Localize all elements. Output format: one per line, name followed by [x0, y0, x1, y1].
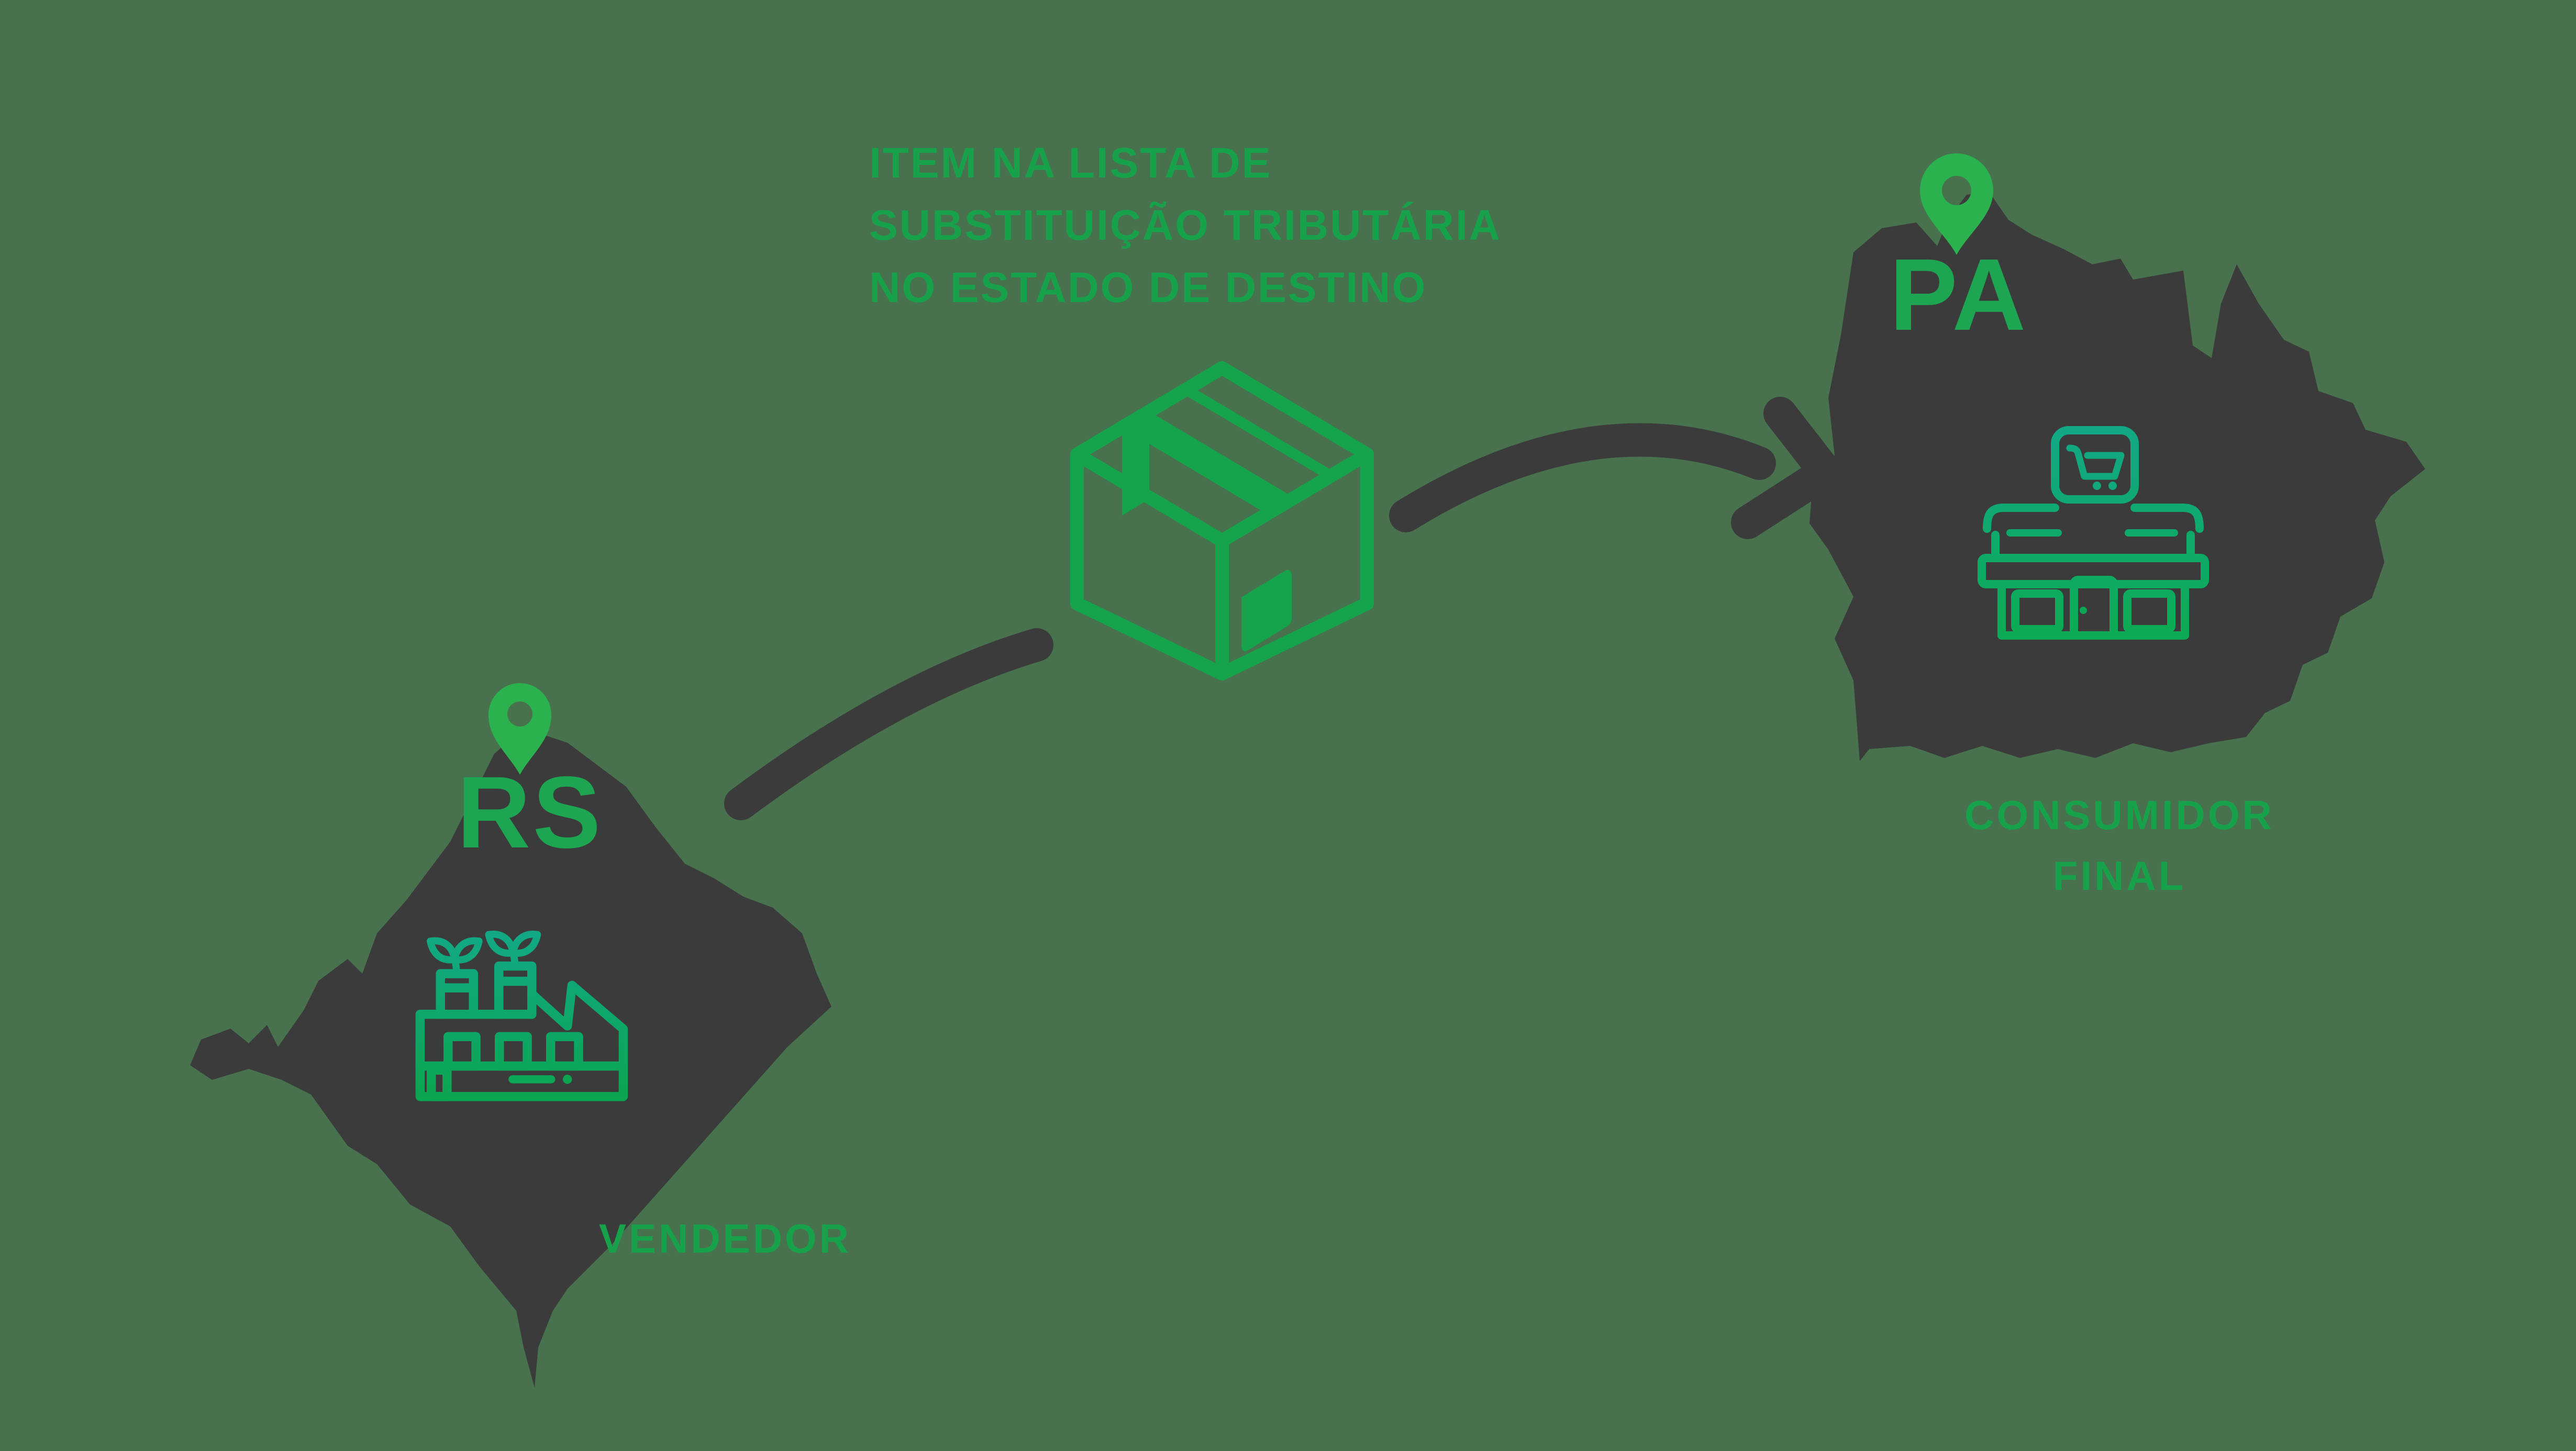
- destination-role-line-2: FINAL: [2052, 853, 2186, 899]
- destination-state-code: PA: [1889, 238, 2028, 352]
- destination-role-line-1: CONSUMIDOR: [1964, 792, 2274, 838]
- rio-grande-do-sul-map: [190, 728, 831, 1388]
- factory-window-2: [494, 1032, 532, 1071]
- eco-factory-icon: [415, 930, 628, 1101]
- package-box-icon: [1070, 361, 1374, 680]
- box-left-face: [1070, 448, 1229, 680]
- store-cornice-left: [1983, 504, 2059, 533]
- pa-location-pin-icon: [1920, 153, 1993, 255]
- title-line-2: SUBSTITUIÇÃO TRIBUTÁRIA: [869, 202, 1502, 249]
- cart-wheel-right: [2108, 482, 2117, 490]
- route-curve-right: [1389, 423, 1776, 532]
- title-line-3: NO ESTADO DE DESTINO: [869, 264, 1427, 311]
- destination-role-label: CONSUMIDOR FINAL: [1964, 785, 2274, 906]
- cart-wheel-left: [2093, 482, 2101, 490]
- factory-window-1: [443, 1032, 481, 1071]
- route-curve-left: [724, 628, 1053, 820]
- rs-location-pin-icon: [488, 683, 551, 775]
- route-arrowhead-icon: [1731, 397, 1842, 539]
- box-tape-line: [1181, 384, 1336, 481]
- box-tape-flap: [1122, 411, 1149, 516]
- diagram-title: ITEM NA LISTA DE SUBSTITUIÇÃO TRIBUTÁRIA…: [869, 132, 1502, 319]
- storefront-icon: [1978, 426, 2209, 640]
- store-door: [2070, 576, 2118, 640]
- factory-base-dot: [562, 1075, 572, 1084]
- factory-plant-right: [485, 930, 541, 971]
- store-door-handle: [2080, 607, 2087, 614]
- box-tape-band: [1122, 411, 1294, 514]
- shopping-cart-icon: [2066, 444, 2125, 480]
- box-shipping-label: [1241, 570, 1292, 652]
- box-top-face: [1070, 361, 1374, 548]
- store-cornice-right: [2130, 504, 2204, 533]
- factory-window-3: [546, 1032, 583, 1071]
- origin-role-label: VENDEDOR: [598, 1215, 852, 1262]
- box-right-face: [1215, 448, 1374, 680]
- store-window-right: [2123, 589, 2175, 633]
- store-sign: [2051, 426, 2139, 504]
- title-line-1: ITEM NA LISTA DE: [869, 139, 1272, 187]
- factory-door: [427, 1065, 452, 1101]
- origin-state-code: RS: [457, 755, 603, 869]
- store-window-left: [2011, 589, 2063, 633]
- factory-plant-left: [427, 937, 483, 978]
